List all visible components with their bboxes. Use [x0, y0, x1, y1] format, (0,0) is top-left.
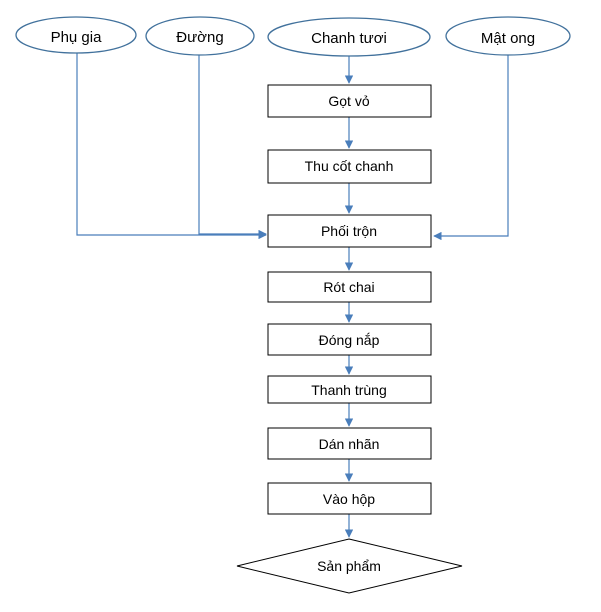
- arrow-phugia-to-phoitron: [76, 52, 267, 240]
- arrow-duong-to-phoitron: [198, 55, 267, 239]
- step-phoi-tron: Phối trộn: [267, 214, 432, 248]
- input-duong-label: Đường: [176, 29, 223, 46]
- step-rot-chai-label: Rót chai: [323, 279, 374, 295]
- output-san-pham: Sản phẩm: [236, 538, 463, 594]
- input-mat-ong-label: Mật ong: [481, 30, 535, 47]
- step-phoi-tron-label: Phối trộn: [321, 223, 377, 239]
- output-san-pham-label: Sản phẩm: [317, 558, 381, 574]
- step-dan-nhan: Dán nhãn: [267, 427, 432, 460]
- step-got-vo-label: Gọt vỏ: [328, 93, 369, 109]
- input-phu-gia: Phụ gia: [15, 16, 137, 54]
- step-thu-cot-chanh: Thu cốt chanh: [267, 149, 432, 184]
- input-chanh-tuoi: Chanh tươi: [267, 17, 431, 57]
- step-thu-cot-chanh-label: Thu cốt chanh: [305, 158, 394, 174]
- input-mat-ong: Mật ong: [445, 16, 571, 56]
- step-dong-nap: Đóng nắp: [267, 323, 432, 356]
- connectors: [76, 52, 509, 538]
- step-vao-hop-label: Vào hộp: [323, 491, 375, 507]
- input-phu-gia-label: Phụ gia: [51, 29, 103, 46]
- step-got-vo: Gọt vỏ: [267, 84, 432, 118]
- step-thanh-trung: Thanh trùng: [267, 375, 432, 404]
- arrow-matong-to-phoitron: [433, 55, 509, 241]
- step-vao-hop: Vào hộp: [267, 482, 432, 515]
- step-rot-chai: Rót chai: [267, 271, 432, 303]
- step-thanh-trung-label: Thanh trùng: [311, 382, 387, 398]
- input-chanh-tuoi-label: Chanh tươi: [311, 30, 387, 47]
- input-duong: Đường: [145, 16, 255, 56]
- step-dong-nap-label: Đóng nắp: [319, 332, 380, 348]
- step-dan-nhan-label: Dán nhãn: [319, 436, 380, 452]
